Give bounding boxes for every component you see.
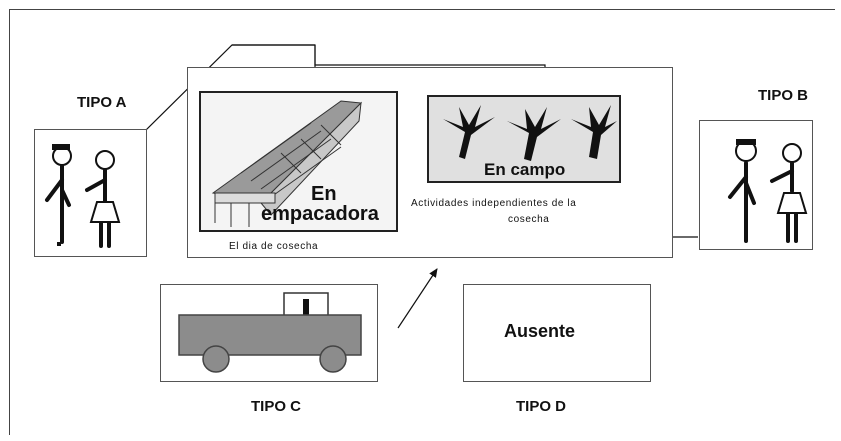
arrow-tipo-c bbox=[397, 268, 438, 329]
tipo-a-label: TIPO A bbox=[77, 94, 127, 111]
empacadora-photo: En empacadora bbox=[199, 91, 398, 232]
empacadora-label-line2: empacadora bbox=[261, 203, 379, 225]
tipo-d-label: TIPO D bbox=[516, 398, 567, 415]
tipo-b-label: TIPO B bbox=[758, 87, 809, 104]
tipo-b-box bbox=[699, 120, 813, 250]
tipo-a-box bbox=[34, 129, 147, 257]
couple-icon bbox=[45, 144, 121, 248]
harvest-day-label: El dia de cosecha bbox=[229, 241, 319, 252]
truck-icon bbox=[178, 292, 362, 373]
tipo-c-box bbox=[160, 284, 378, 382]
ausente-label: Ausente bbox=[504, 321, 576, 341]
outer-frame bbox=[9, 9, 835, 435]
tipo-d-box: Ausente bbox=[463, 284, 651, 382]
campo-caption-line2: cosecha bbox=[508, 214, 550, 225]
plants-illustration bbox=[429, 97, 619, 181]
packing-shed-illustration bbox=[201, 93, 396, 230]
campo-caption-line1: Actividades independientes de la bbox=[411, 198, 577, 209]
couple-icon-b bbox=[728, 139, 808, 243]
empacadora-label-line1: En bbox=[311, 183, 337, 205]
tipo-c-label: TIPO C bbox=[251, 398, 302, 415]
campo-photo: En campo bbox=[427, 95, 621, 183]
campo-label: En campo bbox=[484, 160, 566, 179]
